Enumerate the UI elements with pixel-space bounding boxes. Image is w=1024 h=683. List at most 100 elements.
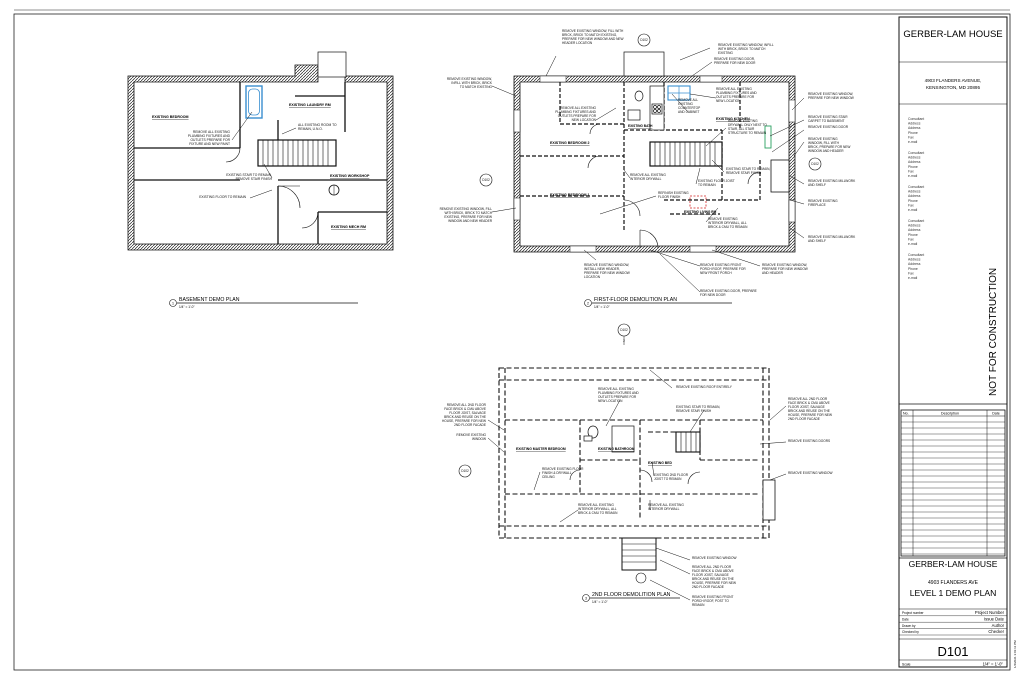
room-label-living: EXISTING LIVING RM — [684, 210, 717, 214]
consultant-line: Consultant — [908, 151, 924, 155]
view-title-basement-text: BASEMENT DEMO PLAN — [179, 297, 240, 303]
consultant-line: Address — [908, 228, 921, 232]
consultant-line: Fax — [908, 135, 914, 139]
consultant-line: Fax — [908, 237, 914, 241]
room-label-mech: EXISTING MECH RM — [331, 225, 366, 229]
consultant-line: Address — [908, 126, 921, 130]
room-label-first-bath: EXISTING BATH — [628, 124, 653, 128]
room-label-kitchen: EXISTING KITCHEN — [716, 117, 750, 121]
second-floor-stair — [675, 431, 701, 453]
consultant-line: Consultant — [908, 117, 924, 121]
consultant-line: Fax — [908, 203, 914, 207]
consultant-line: Address — [908, 258, 921, 262]
tb-field-value: Issue Date — [984, 616, 1005, 621]
svg-text:1: 1 — [172, 302, 174, 306]
tb-field-value: Author — [992, 623, 1005, 628]
note-second-roof: REMOVE EXISTING ROOF ENTIRELY — [676, 385, 733, 389]
tag-d102-top: D102 — [640, 38, 648, 42]
project-name-bottom: GERBER-LAM HOUSE — [909, 559, 998, 569]
room-label-bedroom1: EXISTING BEDROOM 1 — [550, 193, 590, 197]
rev-header-date: Date — [992, 412, 1000, 416]
view-scale-second: 1/4" = 1'-0" — [592, 600, 608, 604]
title-block: GERBER-LAM HOUSE 4903 FLANDERS AVENUE, K… — [898, 16, 1017, 668]
view-title-second-text: 2ND FLOOR DEMOLITION PLAN — [592, 592, 671, 598]
address-bottom: 4903 FLANDERS AVE — [928, 580, 979, 586]
consultant-line: Consultant — [908, 253, 924, 257]
address-line2: KENSINGTON, MD 20895 — [926, 85, 980, 90]
second-floor-plan: EXISTING MASTER BEDROOM EXISTING BATHROO… — [487, 367, 787, 601]
room-label-bedroom2: EXISTING BEDROOM 2 — [550, 141, 590, 145]
bathtub-fixture — [245, 85, 263, 119]
consultant-line: Address — [908, 194, 921, 198]
room-label-master: EXISTING MASTER BEDROOM — [516, 447, 566, 451]
consultant-line: Consultant — [908, 219, 924, 223]
room-label-second-bed: EXISTING BED — [648, 461, 672, 465]
basement-stair-well — [317, 51, 347, 78]
note-second-r_window: REMOVE EXISTING WINDOW — [788, 471, 832, 475]
note-first-r_door: REMOVE EXISTING DOOR — [808, 125, 849, 129]
sheet-number: D101 — [937, 644, 968, 659]
view-title-first: 2 FIRST-FLOOR DEMOLITION PLAN 1/4" = 1'-… — [584, 297, 732, 309]
tag-d102-right: D102 — [811, 162, 819, 166]
note-first-door: REMOVE EXISTING DOOR,PREPARE FOR NEW DOO… — [714, 57, 756, 65]
note-first-left_window: REMOVE EXISTING WINDOW,INFILL WITH BRICK… — [447, 77, 493, 89]
consultant-line: Phone — [908, 131, 918, 135]
view-title-first-text: FIRST-FLOOR DEMOLITION PLAN — [594, 297, 677, 303]
note-first-r_window: REMOVE EXISTING WINDOW,PREPARE FOR NEW W… — [808, 92, 854, 100]
tb-field-label: Project number — [902, 611, 925, 615]
rev-header-description: Description — [941, 412, 959, 416]
consultant-line: Phone — [908, 199, 918, 203]
not-for-construction-stamp: NOT FOR CONSTRUCTION — [988, 268, 999, 396]
basement-stair — [257, 139, 337, 167]
view-title-basement: 1 BASEMENT DEMO PLAN 1/4" = 1'-0" — [169, 297, 358, 309]
consultant-line: Address — [908, 190, 921, 194]
front-porch-stair — [621, 537, 657, 571]
first-floor-bay — [770, 159, 790, 193]
consultants-list: ConsultantAddressAddressPhoneFaxe-mailCo… — [908, 117, 924, 280]
note-basement-stair: EXISTING STAIR TO REMAIN,REMOVE STAIR FI… — [226, 173, 272, 181]
callout-tags — [458, 33, 822, 478]
note-second-doors: REMOVE EXISTING DOORS — [788, 439, 830, 443]
svg-text:3: 3 — [585, 597, 587, 601]
address-line1: 4903 FLANDERS AVENUE, — [925, 78, 982, 83]
consultant-line: Address — [908, 262, 921, 266]
tb-field-label: Drawn by — [902, 624, 916, 628]
note-basement-floor: EXISTING FLOOR TO REMAIN — [199, 195, 246, 199]
note-first-stair: EXISTING STAIR TO REMAIN,REMOVE STAIR FI… — [726, 167, 770, 175]
consultant-line: Address — [908, 224, 921, 228]
consultant-line: Phone — [908, 267, 918, 271]
print-stamp: 1/4/2021 3:01:11 PM — [1013, 640, 1017, 668]
room-label-laundry: EXISTING LAUNDRY RM — [289, 103, 331, 107]
consultant-line: Phone — [908, 165, 918, 169]
revision-table: No. Description Date — [900, 409, 1006, 557]
consultant-line: e-mail — [908, 140, 917, 144]
view-scale-basement: 1/4" = 1'-0" — [179, 305, 195, 309]
rev-header-no: No. — [903, 412, 909, 416]
